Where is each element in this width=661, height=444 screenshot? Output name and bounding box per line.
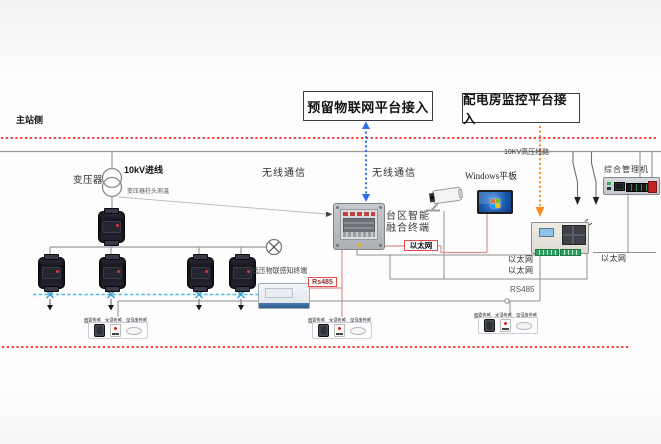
smart-switch-device <box>187 254 214 292</box>
monitoring-host-device <box>531 222 589 256</box>
screw <box>379 244 382 247</box>
water-sensor-icon <box>109 324 121 337</box>
windows-tablet-label: Windows平板 <box>465 171 518 181</box>
management-machine-device <box>603 177 660 195</box>
sensor-group <box>88 322 148 339</box>
rs485-tag: Rs485 <box>308 277 337 287</box>
management-machine-label: 综合管理机 <box>604 165 649 174</box>
monitor-platform-link-arrow <box>535 126 545 217</box>
mgmt-led <box>607 182 611 185</box>
sensor-group <box>312 322 372 339</box>
cctv-camera-icon <box>426 186 464 212</box>
water-sensor-icon <box>499 319 511 332</box>
sensor-group <box>478 317 538 334</box>
lv-iot-terminal-device <box>258 283 310 309</box>
smart-switch-device <box>99 254 126 292</box>
fusion-terminal-label-line2: 融合终端 <box>386 223 430 234</box>
fusion-terminal-indicator <box>357 243 361 247</box>
screw <box>379 206 382 209</box>
fusion-terminal-label-line1: 台区智能 <box>386 211 430 222</box>
switch-led <box>116 224 119 227</box>
windows-tablet-device <box>477 190 513 214</box>
smart-switch-device <box>38 254 65 292</box>
mgmt-led <box>607 187 611 190</box>
fusion-terminal-panel <box>340 209 378 240</box>
monitoring-host-module <box>562 225 586 245</box>
switch-led <box>56 270 59 273</box>
master-station-side-label: 主站侧 <box>16 115 44 125</box>
screw <box>336 244 339 247</box>
transformer-label: 变压器 <box>73 175 104 186</box>
smart-switch-device <box>98 208 125 246</box>
terminal-strip <box>560 249 581 256</box>
smoke-sensor-icon <box>483 319 495 332</box>
ct-clamp-icons <box>46 290 245 299</box>
windows-logo-icon <box>490 198 501 209</box>
switch-display <box>191 267 210 279</box>
temp-humidity-sensor-icon <box>126 326 143 335</box>
lv-terminal-screen <box>265 288 293 298</box>
mgmt-power-switch <box>648 181 657 193</box>
screw <box>336 206 339 209</box>
ethernet-label-b: 以太网 <box>508 266 534 275</box>
iot-platform-access-box: 预留物联网平台接入 <box>303 91 433 121</box>
rs485-chain-wires <box>117 253 541 317</box>
fusion-terminal-device <box>333 203 385 250</box>
switch-display <box>233 267 252 279</box>
ethernet-tag: 以太网 <box>404 240 438 251</box>
iot-platform-link-arrow <box>362 121 370 202</box>
lv-terminal-strip <box>259 303 309 308</box>
bushing-temp-label: 变压器柱头测温 <box>127 189 170 195</box>
smoke-sensor-icon <box>317 324 329 337</box>
temp-humidity-sensor-icon <box>350 326 367 335</box>
hv-switch-symbols <box>572 151 600 205</box>
branch-down-arrows <box>49 299 242 305</box>
smart-switch-device <box>229 254 256 292</box>
power-lines <box>0 150 661 293</box>
red-signal-wires <box>308 214 488 317</box>
monitor-platform-access-box: 配电房监控平台接入 <box>462 93 580 126</box>
incoming-line-label: 10kV进线 <box>124 165 164 175</box>
fusion-terminal-terminals <box>343 232 375 237</box>
water-sensor-icon <box>333 324 345 337</box>
lv-iot-terminal-label: 低压物联感知终端 <box>252 266 308 275</box>
ethernet-label-right: 以太网 <box>601 254 627 263</box>
switch-led <box>205 270 208 273</box>
red-dashed-boundary-lines <box>1 137 656 348</box>
switch-led <box>117 270 120 273</box>
mgmt-screen <box>614 182 625 191</box>
switch-display <box>103 267 122 279</box>
bushing-temp-lead <box>118 196 333 217</box>
wireless-comm-label-right: 无线通信 <box>372 168 416 179</box>
temp-humidity-sensor-icon <box>516 321 533 330</box>
smoke-sensor-icon <box>93 324 105 337</box>
wireless-comm-label-left: 无线通信 <box>262 168 306 179</box>
hv-line-label: 10KV高压线路 <box>504 149 550 156</box>
switch-led <box>247 270 250 273</box>
switch-display <box>42 267 61 279</box>
lv-sensing-bus <box>33 290 258 311</box>
terminal-strip <box>535 249 559 256</box>
monitoring-host-lcd <box>539 228 554 237</box>
ethernet-label-a: 以太网 <box>508 255 534 264</box>
rs485-label: RS485 <box>510 285 535 294</box>
fusion-terminal-nameplate <box>343 212 375 216</box>
switch-display <box>102 221 121 233</box>
meter-symbol <box>265 238 283 256</box>
mgmt-slot <box>626 183 650 192</box>
transformer-symbol <box>101 167 123 198</box>
